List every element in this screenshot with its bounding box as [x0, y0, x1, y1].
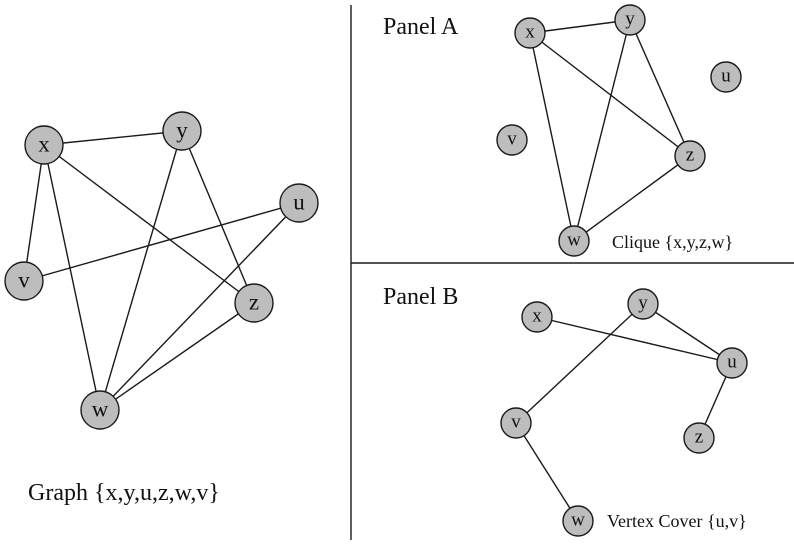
panel-b-edge-x-u — [536, 316, 733, 364]
panel-b-node-label-w: w — [571, 510, 585, 531]
panel-a: Panel A x y u v z w Clique {x,y,z,w} — [383, 4, 742, 257]
panel-b-node-w: w — [562, 505, 594, 537]
panel-b-edge-v-w — [515, 422, 579, 522]
panel-b-node-y: y — [627, 288, 659, 320]
panel-b-edge-y-v — [515, 303, 644, 424]
panel-b-node-label-x: x — [532, 306, 542, 327]
panel-a-node-circle-u — [710, 61, 742, 93]
main-graph-edge-x-y — [43, 130, 183, 146]
panel-b-node-circle-y — [627, 288, 659, 320]
main-graph-node-circle-v — [4, 261, 44, 301]
main-graph-edge-z-w — [99, 302, 255, 411]
panel-a-edge-x-y — [529, 19, 631, 34]
main-graph-node-label-u: u — [293, 190, 305, 215]
panel-b-edge-y-u — [642, 303, 733, 364]
panel-a-node-label-v: v — [507, 129, 517, 150]
panel-a-edge-y-z — [629, 19, 691, 157]
panel-a-edges — [529, 19, 691, 242]
panel-b-title: Panel B — [383, 284, 458, 310]
panel-b-node-v: v — [500, 407, 532, 439]
main-graph-node-label-z: z — [249, 290, 259, 315]
panel-a-caption: Clique {x,y,z,w} — [612, 232, 733, 252]
main-graph-edge-v-u — [23, 202, 300, 282]
panel-a-nodes: x y u v z w — [496, 4, 742, 257]
panel-a-title: Panel A — [383, 14, 459, 40]
panel-b-node-circle-w — [562, 505, 594, 537]
panel-b-node-u: u — [716, 347, 748, 379]
main-graph-edges — [23, 130, 300, 411]
panel-a-edge-z-w — [573, 155, 691, 242]
main-graph-edge-u-w — [99, 202, 300, 411]
main-graph-node-circle-y — [162, 111, 202, 151]
main-graph-edge-x-z — [43, 144, 255, 304]
panel-b-node-circle-u — [716, 347, 748, 379]
main-graph-node-v: v — [4, 261, 44, 301]
main-graph-node-label-x: x — [38, 132, 50, 157]
panel-a-node-label-w: w — [567, 230, 581, 251]
main-graph-edge-y-z — [181, 130, 255, 304]
main-graph-node-circle-w — [80, 390, 120, 430]
panel-a-edge-y-w — [573, 19, 631, 242]
main-graph-node-circle-u — [279, 183, 319, 223]
panel-a-node-x: x — [514, 17, 546, 49]
panel-a-node-label-x: x — [525, 22, 535, 43]
panel-b-node-circle-x — [521, 301, 553, 333]
panel-b-node-circle-z — [683, 422, 715, 454]
panel-a-node-v: v — [496, 124, 528, 156]
panel-b-node-label-y: y — [638, 293, 648, 314]
main-graph-node-circle-x — [24, 125, 64, 165]
main-graph-caption: Graph {x,y,u,z,w,v} — [28, 480, 220, 506]
main-graph-node-label-y: y — [176, 118, 188, 143]
panel-a-node-z: z — [674, 140, 706, 172]
main-graph: x y u z w v Graph {x,y,u,z,w,v} — [4, 111, 319, 506]
panel-b-node-z: z — [683, 422, 715, 454]
main-graph-node-w: w — [80, 390, 120, 430]
panel-a-edge-x-z — [529, 32, 691, 157]
panel-b-node-circle-v — [500, 407, 532, 439]
panel-a-node-circle-y — [614, 4, 646, 36]
main-graph-edge-x-w — [43, 144, 101, 411]
panel-a-node-circle-z — [674, 140, 706, 172]
main-graph-edge-x-v — [23, 144, 45, 282]
panel-a-node-circle-x — [514, 17, 546, 49]
panel-a-node-label-u: u — [721, 66, 731, 87]
main-graph-node-x: x — [24, 125, 64, 165]
panel-b-caption: Vertex Cover {u,v} — [607, 511, 747, 531]
panel-a-node-u: u — [710, 61, 742, 93]
main-graph-nodes: x y u z w v — [4, 111, 319, 430]
panel-b-edges — [515, 303, 733, 522]
panel-b-node-label-z: z — [695, 427, 703, 448]
main-graph-node-label-w: w — [92, 397, 109, 422]
panel-b-node-label-u: u — [727, 352, 737, 373]
main-graph-node-y: y — [162, 111, 202, 151]
main-graph-node-circle-z — [234, 283, 274, 323]
panel-b-node-x: x — [521, 301, 553, 333]
panel-a-node-w: w — [558, 225, 590, 257]
panel-b-node-label-v: v — [511, 412, 521, 433]
panel-b: Panel B x y u v z w Vertex Cover {u,v} — [383, 284, 748, 537]
panel-a-node-circle-w — [558, 225, 590, 257]
panel-a-edge-x-w — [529, 32, 575, 242]
main-graph-node-u: u — [279, 183, 319, 223]
panel-a-node-label-y: y — [625, 9, 635, 30]
main-graph-node-z: z — [234, 283, 274, 323]
panel-a-node-y: y — [614, 4, 646, 36]
panel-b-nodes: x y u v z w — [500, 288, 748, 537]
main-graph-edge-y-w — [99, 130, 183, 411]
panel-a-node-circle-v — [496, 124, 528, 156]
panel-a-node-label-z: z — [686, 145, 694, 166]
main-graph-node-label-v: v — [18, 268, 30, 293]
